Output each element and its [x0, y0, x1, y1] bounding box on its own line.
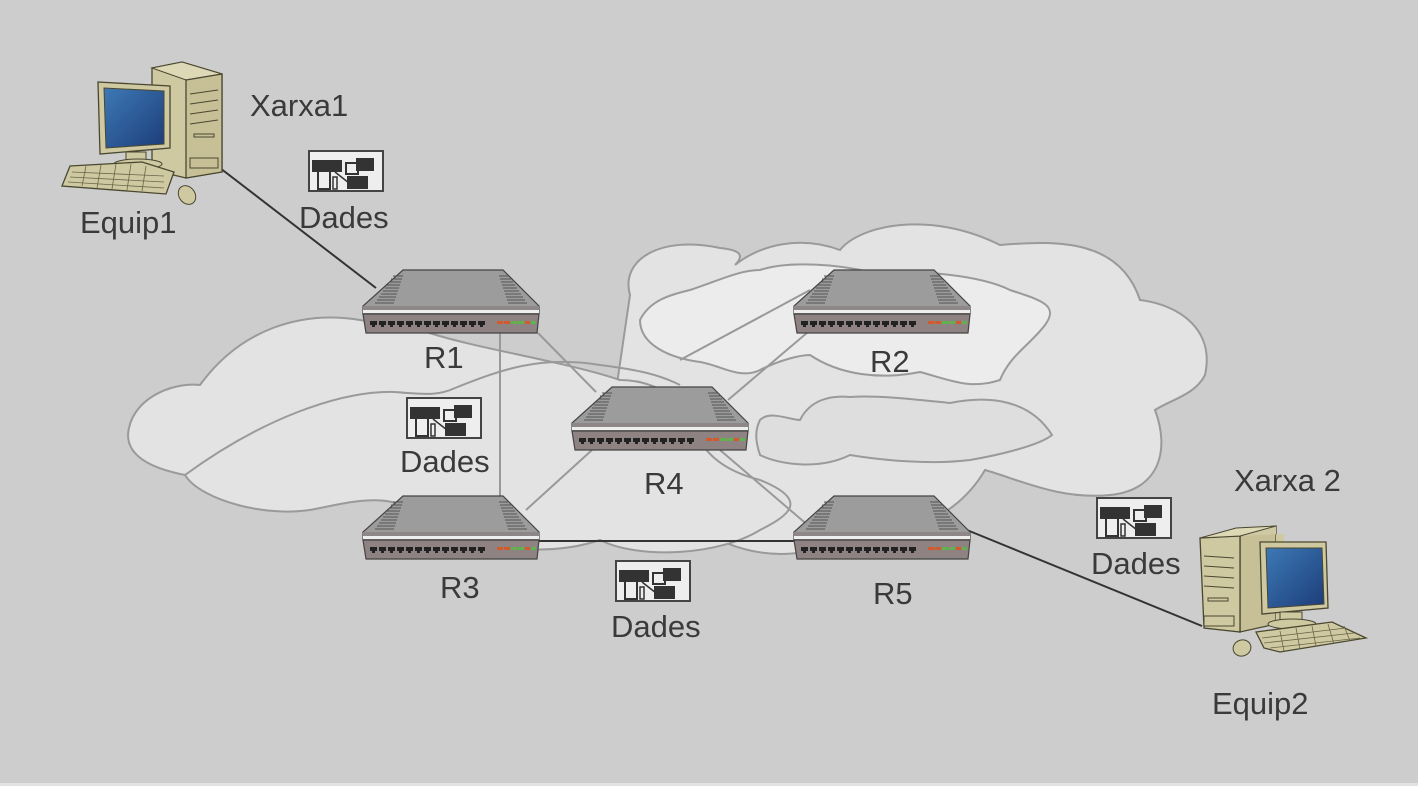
cloud-inner-wave: [184, 360, 681, 476]
link-r4-r2: [727, 331, 809, 401]
link-r5-equip2: [961, 527, 1203, 627]
links: [219, 167, 1203, 627]
data-packet-icon: [1096, 497, 1172, 539]
computer-equip1-icon[interactable]: [61, 61, 223, 209]
computer-label-equip1: Equip1: [80, 205, 177, 240]
data-packet-icon: [615, 560, 691, 602]
computer-equip2-icon[interactable]: [1199, 525, 1367, 660]
packet-label: Dades: [400, 444, 490, 479]
link-equip1-r1: [219, 167, 377, 289]
packet-label: Dades: [1091, 546, 1181, 581]
router-label-r1: R1: [424, 340, 464, 375]
network-label-xarxa2: Xarxa 2: [1234, 463, 1341, 498]
link-r1-r2: [679, 289, 811, 361]
data-packet-icon: [308, 150, 384, 192]
router-label-r4: R4: [644, 466, 684, 501]
link-r3-r4: [525, 449, 593, 511]
cloud-mid-right: [755, 395, 1054, 466]
network-label-xarxa1: Xarxa1: [250, 88, 349, 123]
link-r4-r5: [719, 449, 811, 528]
packet-label: Dades: [611, 609, 701, 644]
router-label-r3: R3: [440, 570, 480, 605]
packet-label: Dades: [299, 200, 389, 235]
router-label-r5: R5: [873, 576, 913, 611]
computer-label-equip2: Equip2: [1212, 686, 1309, 721]
router-r1-icon[interactable]: [362, 269, 540, 334]
router-r3-icon[interactable]: [362, 495, 540, 560]
router-label-r2: R2: [870, 344, 910, 379]
bottom-border: [0, 783, 1418, 786]
data-packet-icon: [406, 397, 482, 439]
link-r1-r4: [537, 332, 597, 393]
